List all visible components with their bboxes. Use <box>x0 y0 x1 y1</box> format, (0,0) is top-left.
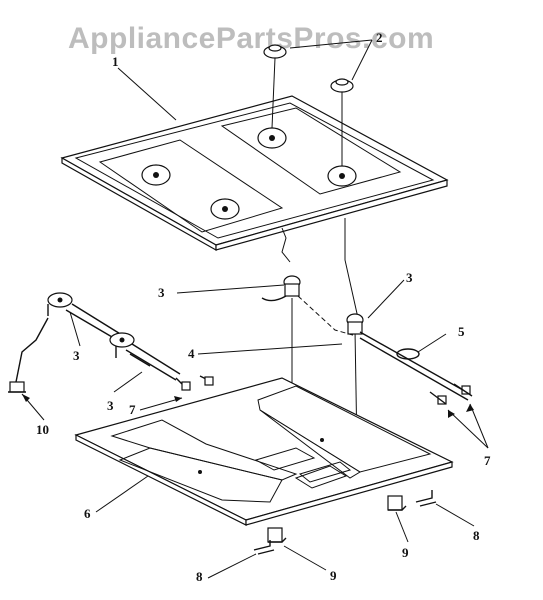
callout-8-bottom: 8 <box>196 569 203 584</box>
callout-1: 1 <box>112 54 119 69</box>
watermark-text: AppliancePartsPros.com <box>68 22 434 55</box>
burner-right-upper <box>261 275 301 302</box>
valve-right-1 <box>429 391 447 405</box>
bracket-part-8-right <box>415 490 437 507</box>
callout-10: 10 <box>36 422 49 437</box>
leader-lines <box>21 39 489 579</box>
callout-8-right: 8 <box>473 528 480 543</box>
callout-6: 6 <box>84 506 91 521</box>
burner-cap-left <box>263 44 287 59</box>
callout-5: 5 <box>458 324 465 339</box>
callout-3-right: 3 <box>406 270 413 285</box>
valve-left-1 <box>175 377 191 391</box>
valve-right-2 <box>453 383 473 397</box>
cooktop-panel <box>60 95 449 252</box>
callout-4: 4 <box>188 346 195 361</box>
valve-left-2 <box>199 375 214 386</box>
callout-3-left-upper: 3 <box>73 348 80 363</box>
bracket-part-8-bottom <box>253 540 275 555</box>
burner-left-lower <box>109 332 181 381</box>
bracket-part-9-right <box>387 495 407 511</box>
burner-hole-rear-left <box>210 198 240 220</box>
burner-box <box>74 377 454 526</box>
bracket-part-9-bottom <box>267 527 287 543</box>
callout-9-bottom: 9 <box>330 568 337 583</box>
callout-7-right: 7 <box>484 453 491 468</box>
callout-2: 2 <box>376 30 383 45</box>
callout-7-left: 7 <box>129 402 136 417</box>
bracket-part-10 <box>8 381 26 393</box>
burner-right-lower <box>346 313 364 335</box>
burner-cap-right <box>330 78 354 93</box>
burner-hole-rear-right <box>327 165 357 187</box>
callout-3-center: 3 <box>158 285 165 300</box>
burner-hole-front-left <box>141 164 171 186</box>
callout-3-left-lower: 3 <box>107 398 114 413</box>
gas-line-coil <box>396 348 420 360</box>
burner-hole-front-right <box>257 127 287 149</box>
callout-9-right: 9 <box>402 545 409 560</box>
